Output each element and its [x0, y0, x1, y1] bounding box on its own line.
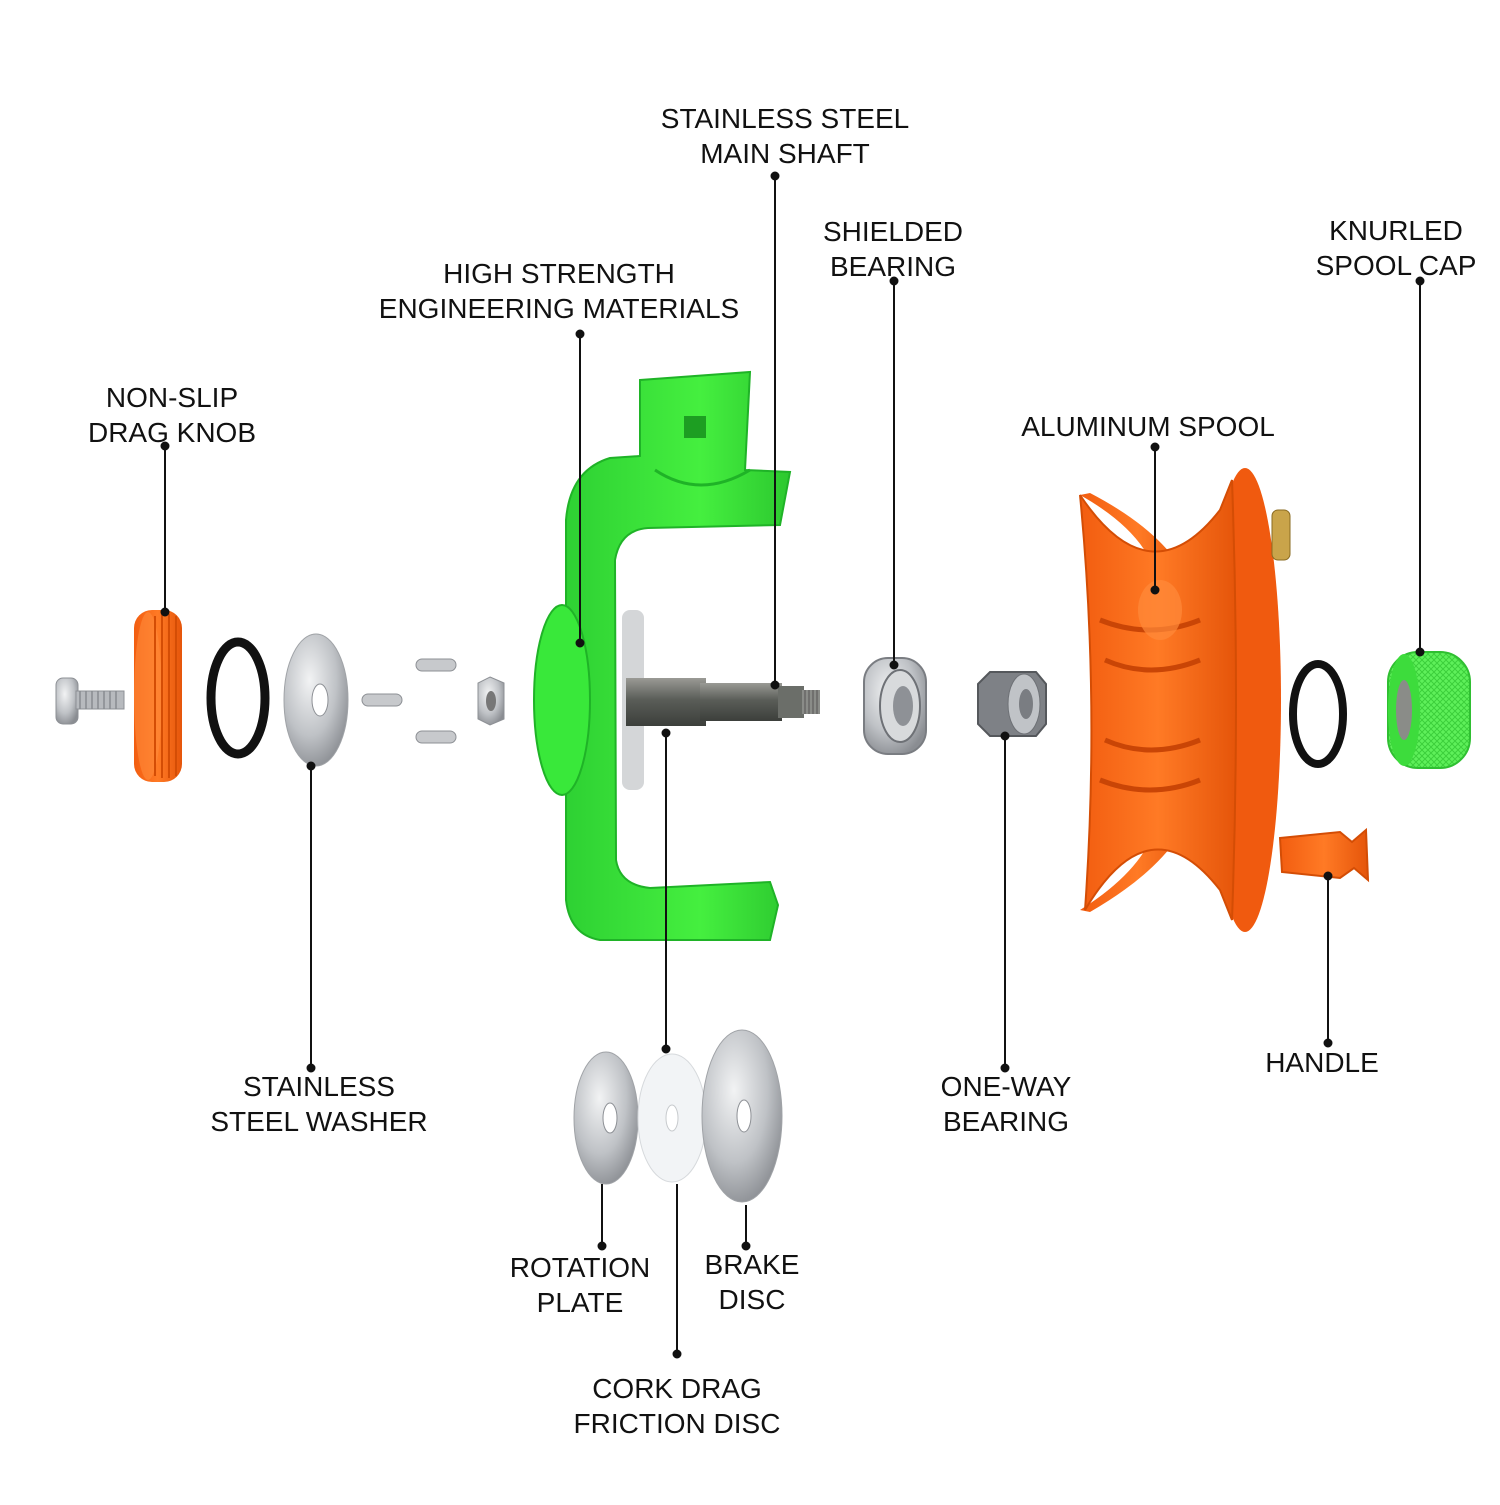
label-one-way-bearing-line2: BEARING [942, 1106, 1070, 1137]
leader-main-shaft [770, 171, 780, 690]
label-rotation-plate: ROTATION PLATE [510, 1250, 651, 1320]
label-drag-knob: NON-SLIP DRAG KNOB [88, 380, 256, 450]
drag-knob [134, 610, 182, 782]
label-brake-disc: BRAKE DISC [705, 1247, 800, 1317]
label-cork-disc-line1: CORK DRAG [592, 1373, 762, 1404]
label-main-shaft-line1: STAINLESS STEEL [660, 103, 910, 134]
knurled-spool-cap [1387, 651, 1471, 769]
leader-drag-knob [160, 441, 170, 617]
label-one-way-bearing: ONE-WAY BEARING [941, 1069, 1072, 1139]
label-handle: HANDLE [1265, 1045, 1379, 1080]
label-rotation-plate-line1: ROTATION [509, 1252, 651, 1283]
hex-nut [477, 676, 505, 726]
leader-spool-cap [1415, 276, 1425, 657]
label-cork-disc-line2: FRICTION DISC [573, 1408, 781, 1439]
shielded-bearing [863, 657, 927, 755]
handle [1278, 827, 1370, 883]
cork-drag-friction-disc [637, 1053, 707, 1183]
label-brake-disc-line2: DISC [718, 1284, 786, 1315]
screw [55, 677, 125, 725]
aluminum-spool [1079, 468, 1291, 932]
leader-lines [160, 171, 1425, 1359]
leader-cork-disc [672, 1184, 682, 1359]
label-washer: STAINLESS STEEL WASHER [210, 1069, 427, 1139]
green-frame [533, 370, 792, 941]
label-rotation-plate-line2: PLATE [536, 1287, 624, 1318]
label-spool-cap: KNURLED SPOOL CAP [1316, 213, 1477, 283]
label-shielded-bearing-line2: BEARING [829, 251, 957, 282]
label-frame-material: HIGH STRENGTH ENGINEERING MATERIALS [379, 256, 739, 326]
o-ring-right [1289, 660, 1347, 768]
one-way-bearing [977, 671, 1047, 737]
leader-handle [1323, 871, 1333, 1048]
label-spool-line1: ALUMINUM SPOOL [1021, 411, 1275, 442]
label-main-shaft-line2: MAIN SHAFT [700, 138, 870, 169]
label-frame-material-line2: ENGINEERING MATERIALS [378, 293, 740, 324]
stainless-steel-washer [283, 633, 349, 767]
stainless-steel-main-shaft [626, 678, 820, 726]
label-brake-disc-line1: BRAKE [704, 1249, 800, 1280]
leader-spool [1150, 442, 1160, 595]
label-handle-line1: HANDLE [1265, 1047, 1379, 1078]
label-shielded-bearing-line1: SHIELDED [822, 216, 964, 247]
leader-brake-disc [741, 1205, 751, 1251]
label-washer-line2: STEEL WASHER [210, 1106, 428, 1137]
label-spool: ALUMINUM SPOOL [1021, 409, 1275, 444]
rotation-plate [573, 1051, 639, 1185]
label-one-way-bearing-line1: ONE-WAY [940, 1071, 1072, 1102]
leader-frame-material [575, 329, 585, 648]
label-shielded-bearing: SHIELDED BEARING [823, 214, 963, 284]
label-main-shaft: STAINLESS STEEL MAIN SHAFT [661, 101, 909, 171]
label-washer-line1: STAINLESS [243, 1071, 395, 1102]
leader-cork-top [661, 728, 671, 1054]
leader-shielded-bearing [889, 276, 899, 670]
leader-washer [306, 761, 316, 1073]
brake-disc [701, 1029, 783, 1203]
leader-rotation-plate [597, 1184, 607, 1251]
label-drag-knob-line2: DRAG KNOB [87, 417, 257, 448]
leader-one-way-bearing [1000, 731, 1010, 1073]
label-cork-disc: CORK DRAG FRICTION DISC [574, 1371, 781, 1441]
pins [361, 658, 457, 744]
label-drag-knob-line1: NON-SLIP [105, 382, 239, 413]
o-ring-left [206, 637, 270, 759]
label-spool-cap-line2: SPOOL CAP [1315, 250, 1477, 281]
label-spool-cap-line1: KNURLED [1329, 215, 1463, 246]
label-frame-material-line1: HIGH STRENGTH [443, 258, 675, 289]
